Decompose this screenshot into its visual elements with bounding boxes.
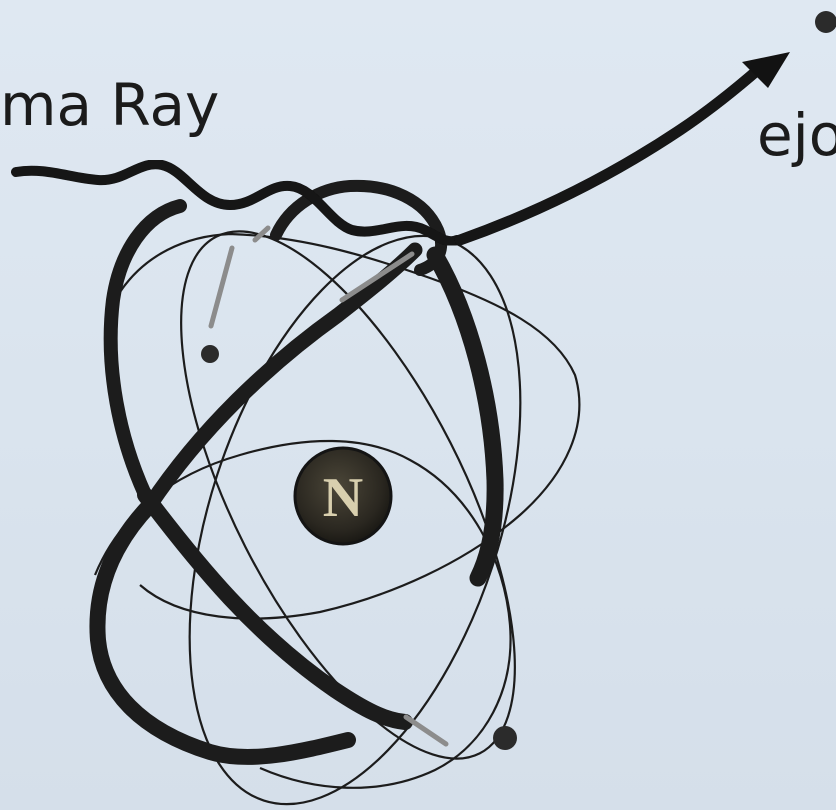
electron-bottom [493,726,517,750]
electron-left [201,345,219,363]
ejected-electron-label: ejo [757,106,836,164]
nucleus-symbol: N [323,467,363,529]
ribbon-loop-left [111,206,180,505]
gamma-ray-label: ma Ray [0,76,219,134]
thick-orbits [97,186,495,757]
gamma-ray-wave [16,164,457,241]
ejected-electron-path [460,68,760,240]
shade-segment-4 [211,248,232,326]
nucleus: N [295,448,391,544]
shade-segment-3 [406,717,446,744]
ribbon-lower-loop [97,505,348,757]
ribbon-right-vertical [435,255,495,578]
ejected-electron [815,11,836,33]
